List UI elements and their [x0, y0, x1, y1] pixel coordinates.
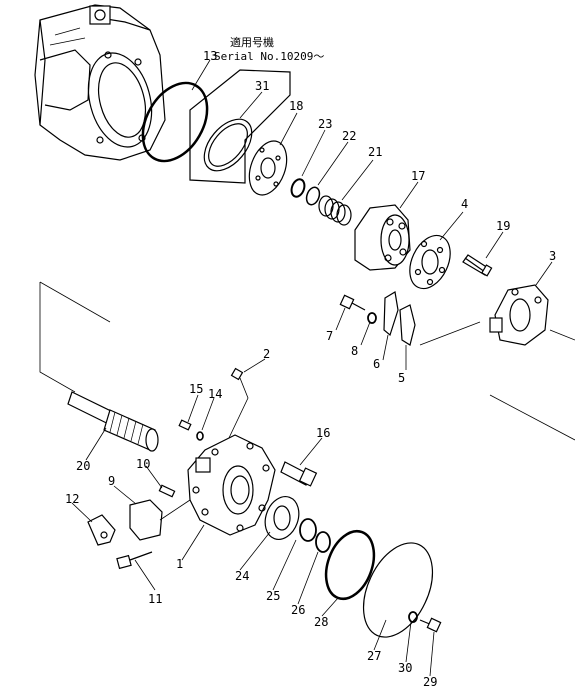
part-26-snap-ring [315, 531, 331, 553]
part-6-plate [383, 291, 399, 337]
callout-15: 15 [189, 382, 203, 396]
serial-box: 適用号機 Serial No.10209～ [189, 35, 324, 184]
part-1-end-cover [187, 434, 276, 536]
callout-26: 26 [291, 603, 305, 617]
callout-6: 6 [373, 357, 380, 371]
part-7-bolt [339, 294, 366, 311]
callout-labels: 13 31 18 23 22 21 17 4 19 3 7 8 6 5 2 15… [65, 49, 556, 689]
part-20-shaft [67, 391, 159, 452]
part-18-valve-plate [248, 140, 288, 196]
callout-18: 18 [289, 99, 303, 113]
callout-14: 14 [208, 387, 222, 401]
callout-23: 23 [318, 117, 332, 131]
part-24-bearing [264, 496, 300, 540]
part-21-spring [318, 195, 352, 226]
part-13-oring [141, 81, 209, 163]
callout-9: 9 [108, 474, 115, 488]
part-15-pin [178, 419, 192, 431]
part-10-pin [158, 484, 176, 498]
callout-12: 12 [65, 492, 79, 506]
callout-3: 3 [549, 249, 556, 263]
callout-13: 13 [203, 49, 217, 63]
callout-16: 16 [316, 426, 330, 440]
assembly-lines [39, 281, 575, 441]
callout-11: 11 [148, 592, 162, 606]
part-12-lever [87, 514, 116, 546]
callout-20: 20 [76, 459, 90, 473]
callout-28: 28 [314, 615, 328, 629]
callout-8: 8 [351, 344, 358, 358]
part-5-plate [399, 304, 416, 346]
part-2-plug [230, 367, 244, 381]
callout-1: 1 [176, 557, 183, 571]
callout-22: 22 [342, 129, 356, 143]
callout-10: 10 [136, 457, 150, 471]
callout-4: 4 [461, 197, 468, 211]
part-16-bolt [280, 461, 318, 487]
part-29-bolt [419, 617, 442, 633]
part-8-washer [367, 312, 377, 324]
part-27-cover [362, 542, 434, 638]
part-11-bolt [116, 551, 153, 570]
part-14-ring [196, 431, 204, 441]
callout-30: 30 [398, 661, 412, 675]
part-31-seal [203, 118, 253, 172]
serial-applicable-label: 適用号機 [230, 35, 274, 49]
part-4-shoe-plate [409, 234, 451, 290]
callout-21: 21 [368, 145, 382, 159]
part-9-bracket [129, 499, 163, 541]
part-17-cylinder-block [354, 204, 411, 271]
callout-5: 5 [398, 371, 405, 385]
callout-27: 27 [367, 649, 381, 663]
callout-19: 19 [496, 219, 510, 233]
part-22-ring [305, 186, 321, 206]
callout-2: 2 [263, 347, 270, 361]
part-25-ring [299, 518, 317, 542]
callout-31: 31 [255, 79, 269, 93]
part-23-ring [290, 178, 306, 198]
callout-7: 7 [326, 329, 333, 343]
callout-29: 29 [423, 675, 437, 687]
part-28-oring [324, 530, 376, 600]
serial-number-text: Serial No.10209～ [214, 50, 324, 63]
pump-housing [34, 4, 166, 161]
callout-24: 24 [235, 569, 249, 583]
callout-17: 17 [411, 169, 425, 183]
part-19-bolt [462, 254, 493, 277]
part-30-washer [408, 611, 418, 623]
callout-25: 25 [266, 589, 280, 603]
callout-leader-lines [71, 59, 553, 677]
part-3-swash-housing [489, 284, 549, 346]
